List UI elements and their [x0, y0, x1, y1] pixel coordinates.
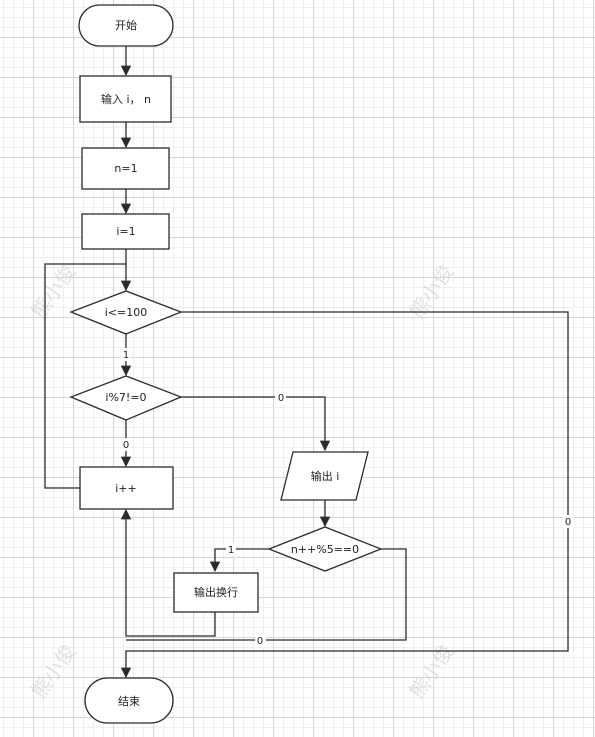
mod7-condition-node — [69, 375, 183, 421]
input-label: 输入 i， n — [101, 92, 151, 106]
output-i-label: 输出 i — [311, 469, 340, 483]
watermark-3: 熊小俊 — [26, 640, 80, 703]
edge-label-loop-true: 1 — [123, 350, 129, 361]
init-n-node — [81, 147, 170, 190]
start-label: 开始 — [115, 18, 137, 32]
edge-label-mod7-false: 0 — [123, 440, 129, 451]
edge-newline-increment — [120, 508, 216, 637]
edge-label-loop-false: 0 — [565, 517, 571, 528]
edge-increment-loopback — [44, 263, 126, 489]
increment-label: i++ — [115, 482, 137, 495]
watermark-4: 熊小俊 — [404, 640, 458, 703]
init-i-node — [81, 213, 170, 250]
end-label: 结束 — [118, 695, 140, 708]
init-n-label: n=1 — [114, 162, 137, 175]
edge-mod5-false — [126, 548, 407, 641]
output-newline-node — [173, 572, 259, 613]
output-i-node — [280, 451, 369, 501]
end-node — [84, 677, 174, 724]
edge-label-mod5-true: 1 — [228, 545, 234, 556]
start-node — [78, 4, 174, 47]
mod5-condition-node — [267, 526, 383, 572]
watermark-1: 熊小俊 — [26, 260, 80, 323]
edge-mod7-true — [181, 396, 331, 452]
edge-label-mod7-true: 0 — [278, 393, 284, 404]
mod7-condition-label: i%7!=0 — [105, 391, 146, 404]
increment-node — [79, 466, 174, 510]
output-newline-label: 输出换行 — [194, 585, 238, 599]
init-i-label: i=1 — [116, 225, 135, 238]
edge-loop-false — [120, 311, 569, 679]
mod5-condition-label: n++%5==0 — [291, 543, 359, 556]
loop-condition-label: i<=100 — [105, 306, 148, 319]
loop-condition-node — [69, 290, 183, 335]
watermark-2: 熊小俊 — [404, 260, 458, 323]
input-node — [79, 75, 172, 123]
edge-label-mod5-false: 0 — [257, 636, 263, 647]
edge-mod5-true — [209, 548, 269, 573]
